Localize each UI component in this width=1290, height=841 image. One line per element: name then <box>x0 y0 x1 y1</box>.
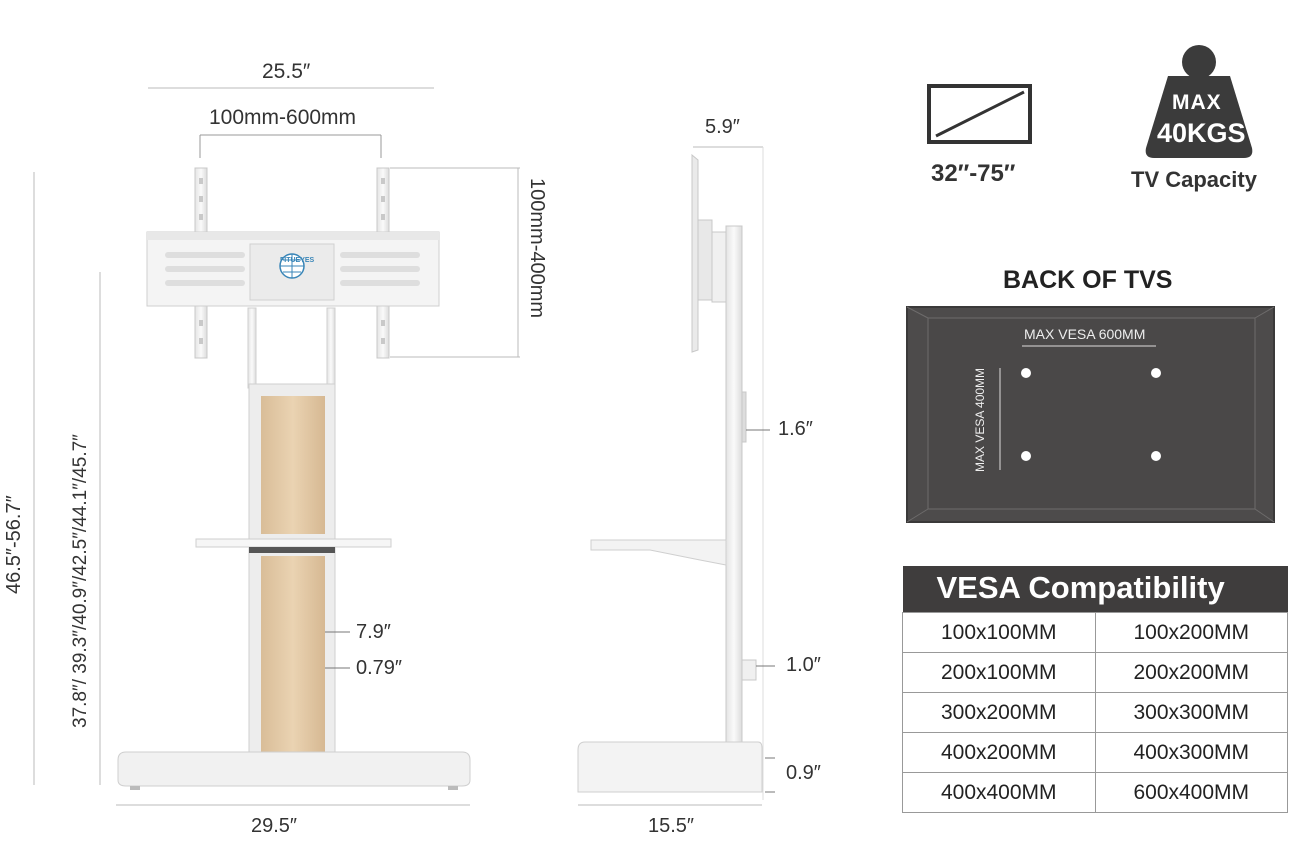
max-vesa-h-label: MAX VESA 600MM <box>1024 326 1146 342</box>
back-of-tvs-title: BACK OF TVS <box>1003 266 1173 294</box>
table-cell: 400x400MM <box>902 772 1096 813</box>
vesa-hole <box>1151 451 1161 461</box>
table-cell: 200x100MM <box>902 652 1096 693</box>
wood-panel-lower <box>261 556 325 752</box>
shelf <box>195 538 392 548</box>
table-row: 200x100MM 200x200MM <box>902 652 1288 693</box>
weight-icon <box>1145 45 1253 158</box>
table-row: 400x400MM 600x400MM <box>902 772 1288 813</box>
table-cell: 100x200MM <box>1094 612 1288 653</box>
width-top-label: 25.5″ <box>262 60 311 83</box>
table-row: 100x100MM 100x200MM <box>902 612 1288 653</box>
table-cell: 400x300MM <box>1094 732 1288 773</box>
brand-logo-text: FITUEYES <box>280 257 315 264</box>
weight-value-label: 40KGS <box>1157 118 1246 148</box>
front-view-stand <box>33 87 520 806</box>
vesa-hole <box>1021 451 1031 461</box>
vesa-compatibility-table: VESA Compatibility 100x100MM 100x200MM 2… <box>902 566 1288 813</box>
tv-size-label: 32″-75″ <box>931 160 1016 187</box>
table-row: 400x200MM 400x300MM <box>902 732 1288 773</box>
column-width-label: 1.6″ <box>778 418 813 440</box>
heights-label: 37.8″/ 39.3″/40.9″/42.5″/44.1″/45.7″ <box>70 434 91 728</box>
side-view-stand <box>577 146 775 806</box>
vesa-hole <box>1021 368 1031 378</box>
bracket-depth-label: 5.9″ <box>705 116 740 138</box>
table-cell: 400x200MM <box>902 732 1096 773</box>
total-height-label: 46.5″-56.7″ <box>3 495 25 594</box>
vesa-horizontal-label: 100mm-600mm <box>209 106 357 129</box>
vesa-hole <box>1151 368 1161 378</box>
base <box>117 751 471 787</box>
back-of-tvs-panel <box>906 306 1275 523</box>
base-width-label: 29.5″ <box>251 815 298 837</box>
table-cell: 300x300MM <box>1094 692 1288 733</box>
table-cell: 600x400MM <box>1094 772 1288 813</box>
side-column <box>725 225 743 747</box>
table-cell: 100x100MM <box>902 612 1096 653</box>
side-base <box>577 741 763 793</box>
column-gap-label: 1.0″ <box>786 654 821 676</box>
table-cell: 300x200MM <box>902 692 1096 733</box>
tv-size-icon <box>927 84 1032 144</box>
base-height-label: 0.9″ <box>786 762 821 784</box>
vesa-vertical-label: 100mm-400mm <box>526 178 548 319</box>
capacity-label: TV Capacity <box>1131 167 1257 192</box>
vesa-table-title: VESA Compatibility <box>902 566 1288 613</box>
table-row: 300x200MM 300x300MM <box>902 692 1288 733</box>
side-shelf <box>590 539 727 566</box>
shelf-gap-label: 7.9″ <box>356 621 391 643</box>
base-depth-label: 15.5″ <box>648 815 695 837</box>
table-cell: 200x200MM <box>1094 652 1288 693</box>
max-vesa-v-label: MAX VESA 400MM <box>973 367 987 472</box>
wood-panel-upper <box>261 396 325 534</box>
weight-max-label: MAX <box>1172 91 1222 114</box>
shelf-step-label: 0.79″ <box>356 657 403 679</box>
